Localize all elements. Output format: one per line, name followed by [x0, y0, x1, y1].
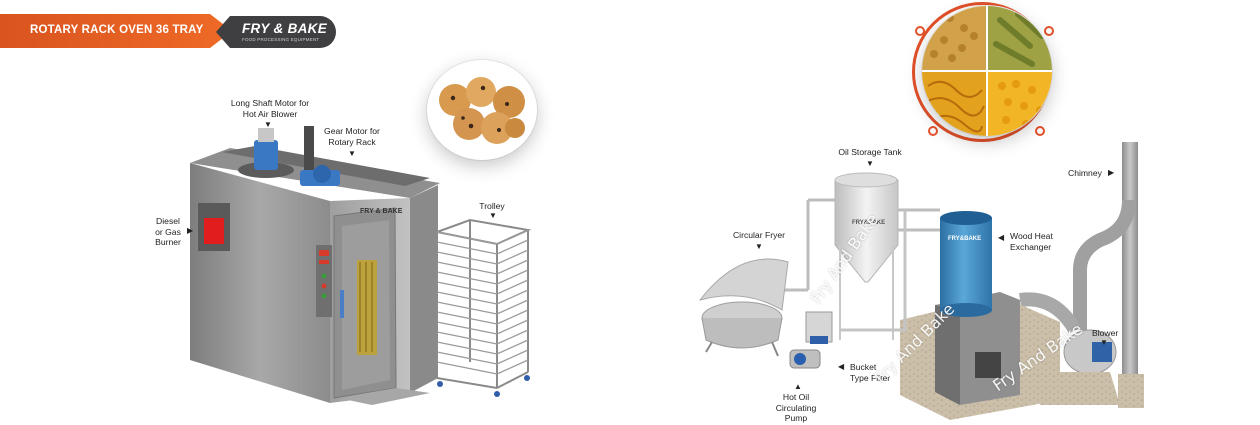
trolley-tray	[436, 341, 498, 355]
label-chimney: Chimney	[1068, 168, 1102, 178]
trolley-tray	[496, 319, 529, 335]
trolley-tray	[496, 269, 529, 285]
trolley-tray	[436, 351, 498, 365]
trolley-tray	[496, 229, 529, 245]
arrow-down-icon: ▼	[1100, 338, 1108, 347]
arrow-down-icon: ▼	[348, 149, 356, 158]
trolley-tray	[436, 261, 498, 275]
wood-heat-exchanger	[940, 218, 992, 310]
trolley-tray	[436, 281, 498, 295]
oil-storage-tank	[834, 179, 899, 283]
logo-tagline: FOOD PROCESSING EQUIPMENT	[242, 37, 320, 42]
chimney	[1122, 142, 1138, 380]
label-oil-tank: Oil Storage Tank	[838, 147, 902, 157]
trolley-tray	[436, 311, 498, 325]
trolley-tray	[496, 349, 529, 365]
trolley-trays	[436, 229, 529, 375]
trolley-tray	[496, 309, 529, 325]
brand-logo: FRY & BAKE FOOD PROCESSING EQUIPMENT	[216, 16, 336, 48]
oven-left-side	[190, 163, 330, 403]
trolley-tray	[436, 331, 498, 345]
arrow-down-icon: ▼	[264, 120, 272, 129]
trolley-tray	[436, 321, 498, 335]
trolley-tray	[496, 239, 529, 255]
label-circular-fryer: Circular Fryer	[732, 230, 786, 240]
trolley-tray	[496, 299, 529, 315]
trolley-tray	[436, 301, 498, 315]
arrow-down-icon: ▼	[755, 242, 763, 251]
title-text: ROTARY RACK OVEN 36 TRAY	[30, 24, 204, 36]
trolley-tray	[436, 361, 498, 375]
arrow-up-icon: ▲	[794, 382, 802, 391]
trolley-tray	[496, 249, 529, 265]
trolley-tray	[436, 241, 498, 255]
label-blower: Blower	[1092, 328, 1119, 338]
arrow-left-icon: ▶	[838, 362, 845, 371]
trolley-tray	[436, 231, 498, 245]
trolley-tray	[496, 289, 529, 305]
trolley-tray	[496, 339, 529, 355]
snacks-photo	[922, 6, 1052, 136]
trolley-tray	[496, 359, 529, 375]
arrow-right-icon: ▶	[1108, 168, 1115, 177]
trolley-tray	[496, 279, 529, 295]
blower-motor	[254, 140, 278, 170]
trolley-tray	[436, 251, 498, 265]
arrow-right-icon: ▶	[187, 226, 194, 235]
title-banner: ROTARY RACK OVEN 36 TRAY	[0, 14, 232, 48]
arrow-down-icon: ▼	[489, 211, 497, 220]
exchanger-badge: FRY&BAKE	[948, 236, 981, 242]
tank-badge: FRY&BAKE	[852, 220, 885, 226]
cookies-photo	[427, 60, 537, 160]
logo-brand: FRY & BAKE	[242, 21, 328, 36]
trolley-tray	[436, 291, 498, 305]
burner-icon	[204, 218, 224, 244]
arrow-down-icon: ▼	[866, 159, 874, 168]
trolley-tray	[436, 271, 498, 285]
blower-unit	[1092, 342, 1112, 362]
arrow-left-icon: ▶	[998, 233, 1005, 242]
trolley-tray	[496, 259, 529, 275]
label-trolley: Trolley	[479, 201, 505, 211]
oven-plate: FRY & BAKE	[360, 208, 403, 215]
fryer-lid	[698, 258, 789, 311]
trolley-tray	[496, 329, 529, 345]
